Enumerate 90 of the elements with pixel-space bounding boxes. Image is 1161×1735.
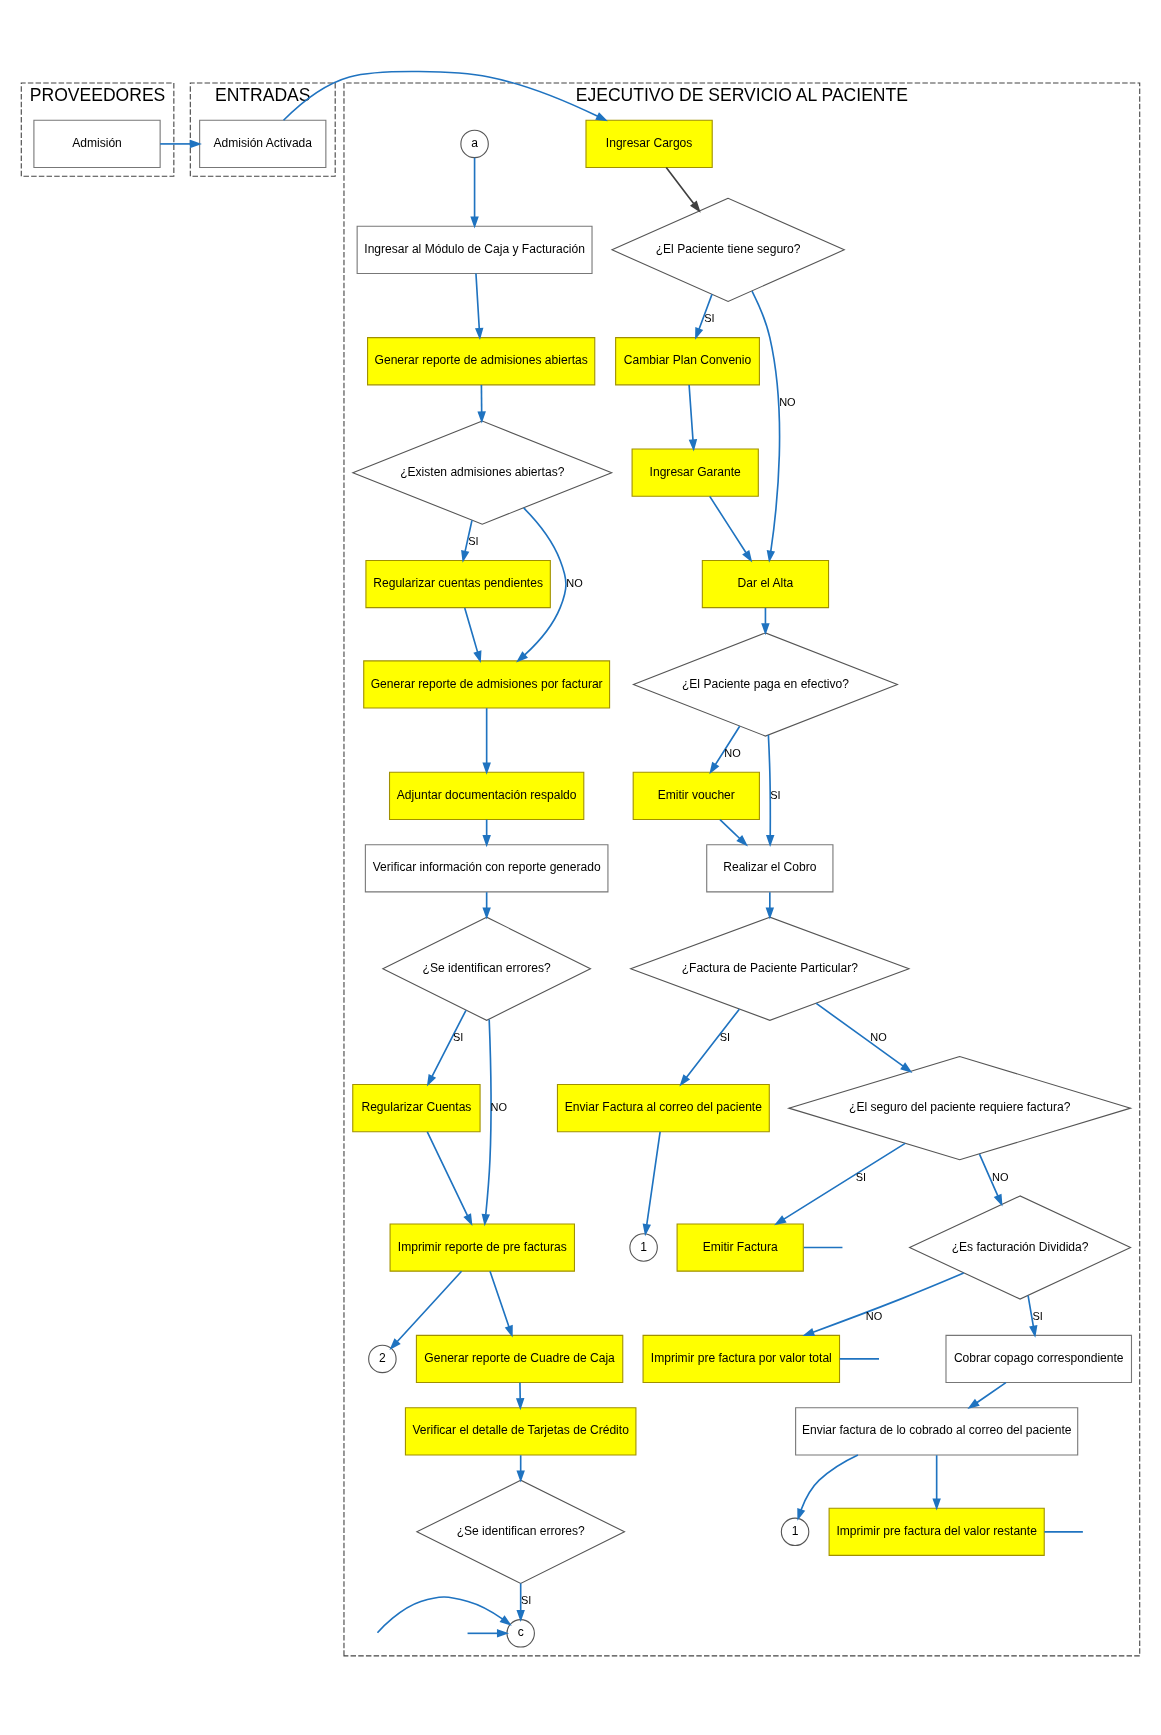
arrow (376, 1595, 512, 1634)
arrow (282, 70, 608, 121)
node-box: Verificar el detalle de Tarjetas de Crédito (404, 1406, 637, 1455)
node-box: Imprimir pre factura por valor total (642, 1334, 841, 1383)
arrow (774, 1142, 906, 1225)
edge-label: NO (870, 1030, 887, 1043)
arrow (489, 1269, 513, 1338)
node-box: Dar el Alta (701, 559, 830, 608)
node-box: Adjuntar documentación respaldo (388, 771, 585, 820)
node-diamond: ¿Existen admisiones abiertas? (351, 419, 614, 525)
arrow (967, 1381, 1007, 1409)
node-box: Admisión (33, 119, 161, 168)
node-box: Enviar factura de lo cobrado al correo del paciente (795, 1406, 1079, 1455)
node-box: Emitir voucher (632, 771, 760, 820)
arrow (797, 1453, 859, 1521)
connector (838, 1357, 880, 1360)
node-box: Regularizar cuentas pendientes (365, 559, 551, 608)
edge-label: NO (724, 746, 741, 759)
arrow (516, 1453, 525, 1483)
arrow (815, 1002, 913, 1073)
node-box: Imprimir reporte de pre facturas (389, 1222, 575, 1272)
arrow (688, 383, 698, 451)
edge-label: SI (520, 1593, 532, 1606)
node-diamond: ¿Factura de Paciente Particular? (629, 916, 911, 1021)
node-box: Realizar el Cobro (706, 843, 834, 892)
arrow (475, 272, 484, 340)
arrow (802, 1271, 965, 1336)
node-circle: 1 (780, 1517, 810, 1546)
node-circle: 1 (629, 1232, 658, 1262)
node-box: Enviar Factura al correo del paciente (556, 1083, 770, 1132)
edge-label: SI (704, 311, 715, 324)
node-box: Generar reporte de admisiones por facturar (363, 659, 611, 709)
arrow (709, 724, 741, 774)
arrow (1027, 1294, 1038, 1338)
arrow (426, 1008, 467, 1087)
arrow (766, 733, 775, 847)
arrow (477, 383, 486, 423)
arrow (708, 495, 753, 562)
arrow (389, 1269, 463, 1350)
node-box: Verificar información con reporte generado (364, 843, 609, 892)
node-circle: c (506, 1618, 535, 1648)
node-box: Ingresar Cargos (585, 119, 713, 168)
connector (1043, 1530, 1084, 1533)
edge-label: NO (566, 576, 583, 589)
arrow (765, 890, 775, 919)
node-circle: 2 (368, 1344, 397, 1373)
edge-label: SI (452, 1030, 464, 1043)
node-box: Emitir Factura (676, 1222, 804, 1272)
node-box: Imprimir pre factura del valor restante (828, 1507, 1045, 1556)
arrow (481, 1018, 492, 1226)
node-box: Ingresar Garante (631, 448, 759, 497)
edge-label: NO (779, 395, 796, 408)
node-diamond: ¿Se identifican errores? (415, 1479, 626, 1584)
arrow (466, 1628, 510, 1638)
node-box: Ingresar al Módulo de Caja y Facturación (356, 225, 593, 274)
node-box: Admisión Activada (199, 119, 327, 168)
node-box: Regularizar Cuentas (352, 1083, 481, 1132)
connector (802, 1246, 844, 1248)
arrow (719, 818, 748, 846)
arrow (665, 166, 701, 213)
edge-label: NO (992, 1170, 1009, 1183)
node-diamond: ¿El seguro del paciente requiere factura? (786, 1055, 1133, 1160)
node-box: Generar reporte de admisiones abiertas (367, 336, 596, 385)
node-box: Generar reporte de Cuadre de Caja (415, 1334, 624, 1383)
arrow (515, 1381, 525, 1410)
arrow (642, 1130, 661, 1236)
edge-label: SI (770, 788, 781, 801)
edge-label: SI (1032, 1309, 1043, 1322)
arrow (695, 293, 713, 340)
arrow (978, 1152, 1003, 1206)
edge-label: SI (855, 1170, 867, 1183)
arrow (679, 1007, 741, 1086)
node-box: Cobrar copago correspondiente (945, 1334, 1133, 1383)
edge-label: SI (468, 534, 479, 547)
arrow (159, 139, 202, 148)
arrow (516, 1582, 525, 1622)
arrow (932, 1453, 941, 1511)
arrow (751, 289, 781, 563)
arrow (482, 706, 491, 775)
arrow (463, 606, 482, 663)
edge-label: NO (865, 1309, 883, 1322)
node-diamond: ¿El Paciente paga en efectivo? (631, 631, 899, 737)
node-circle: a (460, 129, 489, 158)
arrow (470, 156, 479, 229)
node-diamond: ¿Se identifican errores? (381, 916, 592, 1021)
arrow (461, 519, 473, 563)
arrow (426, 1130, 473, 1226)
edge-label: SI (719, 1030, 731, 1043)
node-box: Cambiar Plan Convenio (615, 336, 760, 385)
arrow (516, 506, 567, 662)
